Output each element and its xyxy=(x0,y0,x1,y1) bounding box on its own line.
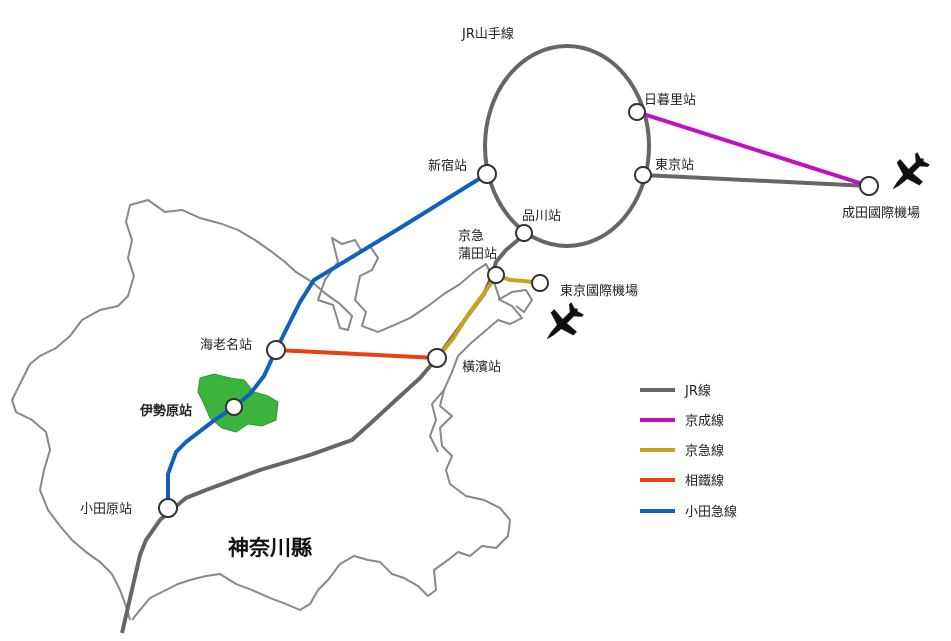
station-isehara[interactable] xyxy=(225,398,243,416)
legend-label: 相鐵線 xyxy=(685,473,724,489)
label-isehara: 伊勢原站 xyxy=(139,403,192,419)
prefecture-outline xyxy=(11,199,533,621)
region-label: 神奈川縣 xyxy=(228,536,312,560)
legend-label: 小田急線 xyxy=(685,504,737,520)
label-kamata-line2: 蒲田站 xyxy=(458,247,497,262)
legend-label: 京成線 xyxy=(685,413,724,429)
legend: JR線 京成線 京急線 相鐵線 小田急線 xyxy=(640,383,737,520)
station-kamata[interactable] xyxy=(487,266,505,284)
station-ebina[interactable] xyxy=(266,340,286,360)
label-odawara: 小田原站 xyxy=(80,502,132,517)
station-nippori[interactable] xyxy=(628,103,646,121)
airplane-icon xyxy=(892,152,930,190)
label-shinagawa: 品川站 xyxy=(522,209,561,224)
station-odawara[interactable] xyxy=(158,498,178,518)
label-shinjuku: 新宿站 xyxy=(428,158,467,174)
jr-line xyxy=(120,231,526,634)
legend-label: JR線 xyxy=(684,383,711,399)
loop-label: JR山手線 xyxy=(461,26,514,42)
keisei-line xyxy=(636,110,870,188)
legend-label: 京急線 xyxy=(685,443,724,459)
station-tokyo[interactable] xyxy=(634,166,652,184)
label-kamata-line1: 京急 xyxy=(458,229,484,244)
label-ebina: 海老名站 xyxy=(200,337,252,353)
label-kamata: 京急 蒲田站 xyxy=(458,229,497,262)
label-tokyo: 東京站 xyxy=(655,157,694,173)
label-nippori: 日暮里站 xyxy=(644,93,696,108)
station-shinagawa[interactable] xyxy=(515,224,533,242)
station-yokohama[interactable] xyxy=(427,348,447,368)
sotetsu-line xyxy=(275,348,438,360)
keikyu-line xyxy=(435,273,541,360)
station-narita[interactable] xyxy=(859,176,879,196)
label-haneda: 東京國際機場 xyxy=(560,283,638,299)
station-haneda[interactable] xyxy=(531,274,549,292)
airplane-icon xyxy=(546,302,584,340)
jr-line-narita xyxy=(642,173,870,188)
yamanote-loop xyxy=(483,44,651,248)
label-narita: 成田國際機場 xyxy=(842,206,920,221)
label-yokohama: 橫濱站 xyxy=(462,360,501,375)
station-shinjuku[interactable] xyxy=(477,164,497,184)
odakyu-line xyxy=(166,172,489,508)
